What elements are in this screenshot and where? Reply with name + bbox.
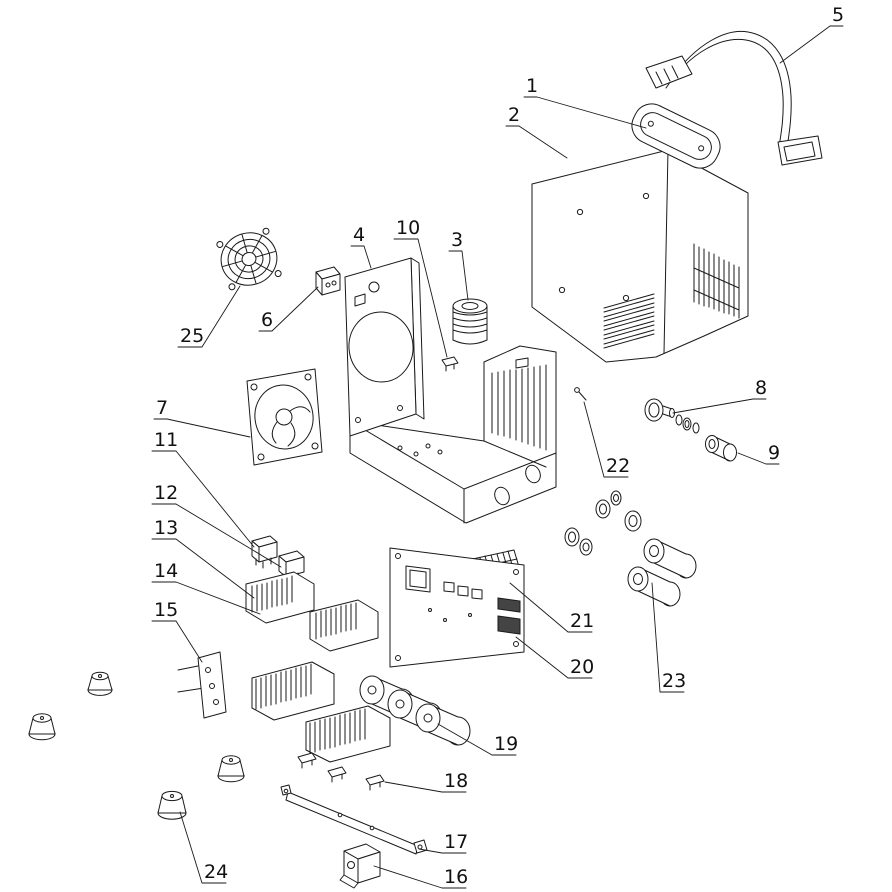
- part-17-mounting-bar: [280, 784, 428, 855]
- part-callout-17: 17: [444, 831, 468, 853]
- leader-18: [384, 781, 467, 793]
- part-5-power-cable: [645, 30, 823, 166]
- leader-10: [393, 238, 448, 358]
- chassis-base: [349, 345, 557, 524]
- leader-5: [779, 25, 844, 64]
- part-4-middle-panel: [344, 257, 425, 437]
- part-15-bracket: [177, 651, 227, 719]
- part-20-control-pcb: [389, 547, 525, 668]
- leader-21: [509, 582, 593, 633]
- leader-16: [373, 865, 467, 889]
- part-callout-23: 23: [662, 670, 686, 692]
- part-callout-21: 21: [570, 610, 594, 632]
- part-callout-11: 11: [154, 429, 178, 451]
- leader-24: [179, 811, 227, 884]
- leader-11: [151, 450, 255, 548]
- leader-14: [151, 581, 261, 615]
- leader-13: [151, 538, 255, 599]
- part-callout-19: 19: [494, 733, 518, 755]
- part-23-output-terminals: [564, 490, 697, 607]
- leader-25: [177, 285, 241, 348]
- callout-labels: 1 2 3 4 5 6 7 8 9 10 11 12 13 14 15 16 1…: [154, 4, 844, 888]
- part-callout-22: 22: [606, 455, 630, 477]
- leader-19: [437, 723, 517, 756]
- part-14-heatsink-block: [309, 599, 379, 652]
- part-24-rubber-feet: [28, 671, 245, 820]
- leader-4: [350, 245, 372, 269]
- leader-3: [448, 250, 469, 301]
- part-callout-10: 10: [396, 217, 420, 239]
- part-16-transformer: [339, 843, 381, 889]
- part-9-sleeve: [705, 435, 737, 462]
- part-callout-2: 2: [508, 104, 520, 126]
- leader-6: [258, 286, 319, 332]
- part-callout-1: 1: [526, 75, 538, 97]
- heatsink-lower-left: [251, 661, 335, 721]
- leader-23: [651, 582, 685, 693]
- part-callout-8: 8: [755, 377, 767, 399]
- part-callout-3: 3: [451, 229, 463, 251]
- part-10-fastener: [441, 356, 459, 372]
- part-callout-5: 5: [832, 4, 844, 26]
- leader-15: [151, 620, 203, 663]
- part-callout-12: 12: [154, 482, 178, 504]
- part-19-capacitors: [359, 675, 471, 746]
- leader-20: [515, 636, 593, 679]
- part-callout-9: 9: [768, 442, 780, 464]
- part-callout-25: 25: [180, 325, 204, 347]
- part-callout-4: 4: [353, 224, 365, 246]
- leader-1: [523, 96, 647, 129]
- part-callout-7: 7: [156, 397, 168, 419]
- heatsink-lower-right: [305, 705, 391, 763]
- leader-7: [153, 418, 251, 438]
- part-3-transformer-coil: [452, 298, 488, 345]
- part-callout-18: 18: [444, 770, 468, 792]
- part-callout-20: 20: [570, 656, 594, 678]
- part-callout-24: 24: [204, 861, 228, 883]
- part-25-fan-guard: [216, 227, 282, 291]
- part-callout-6: 6: [261, 309, 273, 331]
- leader-17: [418, 848, 467, 854]
- callout-leaders: [151, 25, 844, 889]
- part-callout-14: 14: [154, 560, 178, 582]
- part-8-terminal-knob: [644, 398, 700, 434]
- part-2-cover: [531, 149, 749, 363]
- part-22-screw: [574, 387, 587, 401]
- part-callout-15: 15: [154, 599, 178, 621]
- leader-12: [151, 503, 282, 568]
- leader-8: [672, 398, 767, 414]
- part-6-switch: [315, 266, 341, 296]
- leader-22: [583, 401, 629, 478]
- part-18-clamp: [365, 774, 385, 791]
- leader-9: [737, 452, 780, 465]
- leader-2: [505, 125, 568, 159]
- part-1-handle: [631, 103, 721, 169]
- part-callout-13: 13: [154, 517, 178, 539]
- part-13-heatsink-block: [245, 571, 315, 624]
- terminal-clamps: [297, 752, 347, 783]
- part-7-fan: [246, 368, 323, 466]
- part-callout-16: 16: [444, 866, 468, 888]
